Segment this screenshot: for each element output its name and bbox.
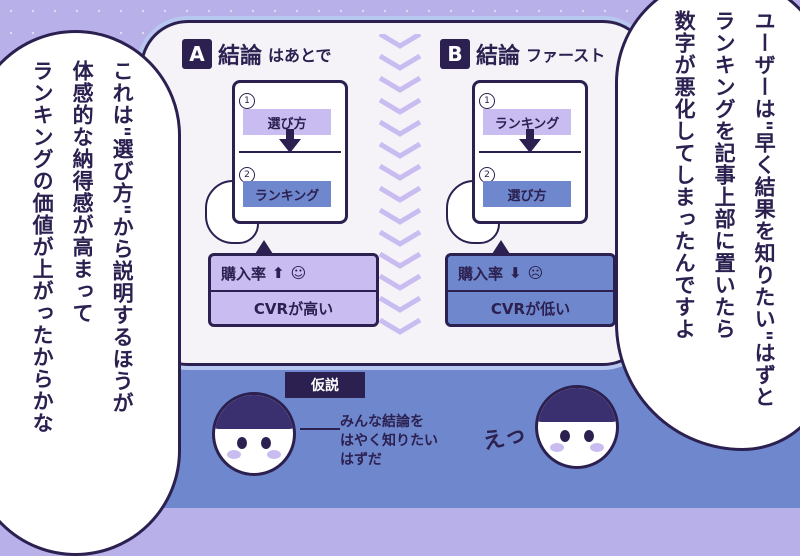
phone-a: 1 選び方 2 ランキング <box>232 80 348 224</box>
smile-icon: ☺ <box>290 264 307 282</box>
column-a-title: A 結論 はあとで <box>182 38 332 70</box>
left-bubble-line-2: 体感的な納得感が高まって <box>70 60 95 324</box>
chevron-divider <box>378 34 422 335</box>
right-bubble-line-1: ユーザーは"早く結果を知りたい"はずと <box>752 10 777 408</box>
step-number: 1 <box>479 93 495 109</box>
column-b-title: B 結論 ファースト <box>440 38 605 70</box>
result-a-metric: 購入率 ⬆ ☺ <box>211 256 376 292</box>
eye <box>237 437 247 449</box>
right-bubble-line-3: 数字が悪化してしまったんですよ <box>672 10 697 340</box>
left-bubble-line-1: これは"選び方"から説明するほうが <box>110 60 135 414</box>
right-bubble-line-2: ランキングを記事上部に置いたら <box>712 10 737 340</box>
right-speech-bubble <box>615 0 800 451</box>
up-arrow-icon: ⬆ <box>272 264 285 282</box>
result-b-metric: 購入率 ⬇ ☹ <box>448 256 613 292</box>
bubble-a-tail <box>255 240 273 254</box>
character-left-face <box>212 392 296 476</box>
phone-b-divider <box>479 151 581 153</box>
hypothesis-speech: みんな結論を はやく知りたい はずだ <box>340 413 438 470</box>
left-bubble-line-3: ランキングの価値が上がったからかな <box>30 60 55 434</box>
phone-b-step-2: 選び方 <box>483 181 571 207</box>
down-arrow-icon <box>526 129 534 141</box>
hypothesis-label: 仮説 <box>285 372 365 398</box>
hair <box>538 388 616 422</box>
speech-line-3: はずだ <box>340 451 382 468</box>
result-b-cvr: CVRが低い <box>490 299 571 318</box>
character-right-face <box>535 385 619 469</box>
hair <box>215 395 293 429</box>
phone-a-step-2: ランキング <box>243 181 331 207</box>
blush <box>267 450 281 459</box>
down-arrow-icon: ⬇ <box>509 264 522 282</box>
blush <box>590 443 604 452</box>
column-a-title-main: 結論 <box>218 44 263 69</box>
bubble-b-tail <box>492 240 510 254</box>
result-bubble-b: 購入率 ⬇ ☹ CVRが低い <box>445 253 616 327</box>
down-arrow-icon <box>286 129 294 141</box>
step-number: 1 <box>239 93 255 109</box>
phone-b: 1 ランキング 2 選び方 <box>472 80 588 224</box>
speech-line-2: はやく知りたい <box>340 432 438 449</box>
speech-line-1: みんな結論を <box>340 414 424 430</box>
phone-a-divider <box>239 151 341 153</box>
down-arrow-head-icon <box>279 139 301 153</box>
left-speech-bubble <box>0 30 181 556</box>
column-b-title-sub: ファースト <box>526 46 606 65</box>
metric-label: 購入率 <box>458 264 504 283</box>
column-b-badge: B <box>440 39 470 69</box>
blush <box>227 450 241 459</box>
eye <box>584 430 594 442</box>
speech-line <box>300 428 340 430</box>
column-a-title-sub: はあとで <box>268 46 332 65</box>
blush <box>550 443 564 452</box>
result-bubble-a: 購入率 ⬆ ☺ CVRが高い <box>208 253 379 327</box>
eye <box>560 430 570 442</box>
column-a-badge: A <box>182 39 212 69</box>
column-b-title-main: 結論 <box>476 44 521 69</box>
result-a-cvr: CVRが高い <box>253 299 334 318</box>
down-arrow-head-icon <box>519 139 541 153</box>
metric-label: 購入率 <box>221 264 267 283</box>
eye <box>261 437 271 449</box>
frown-icon: ☹ <box>527 264 544 282</box>
